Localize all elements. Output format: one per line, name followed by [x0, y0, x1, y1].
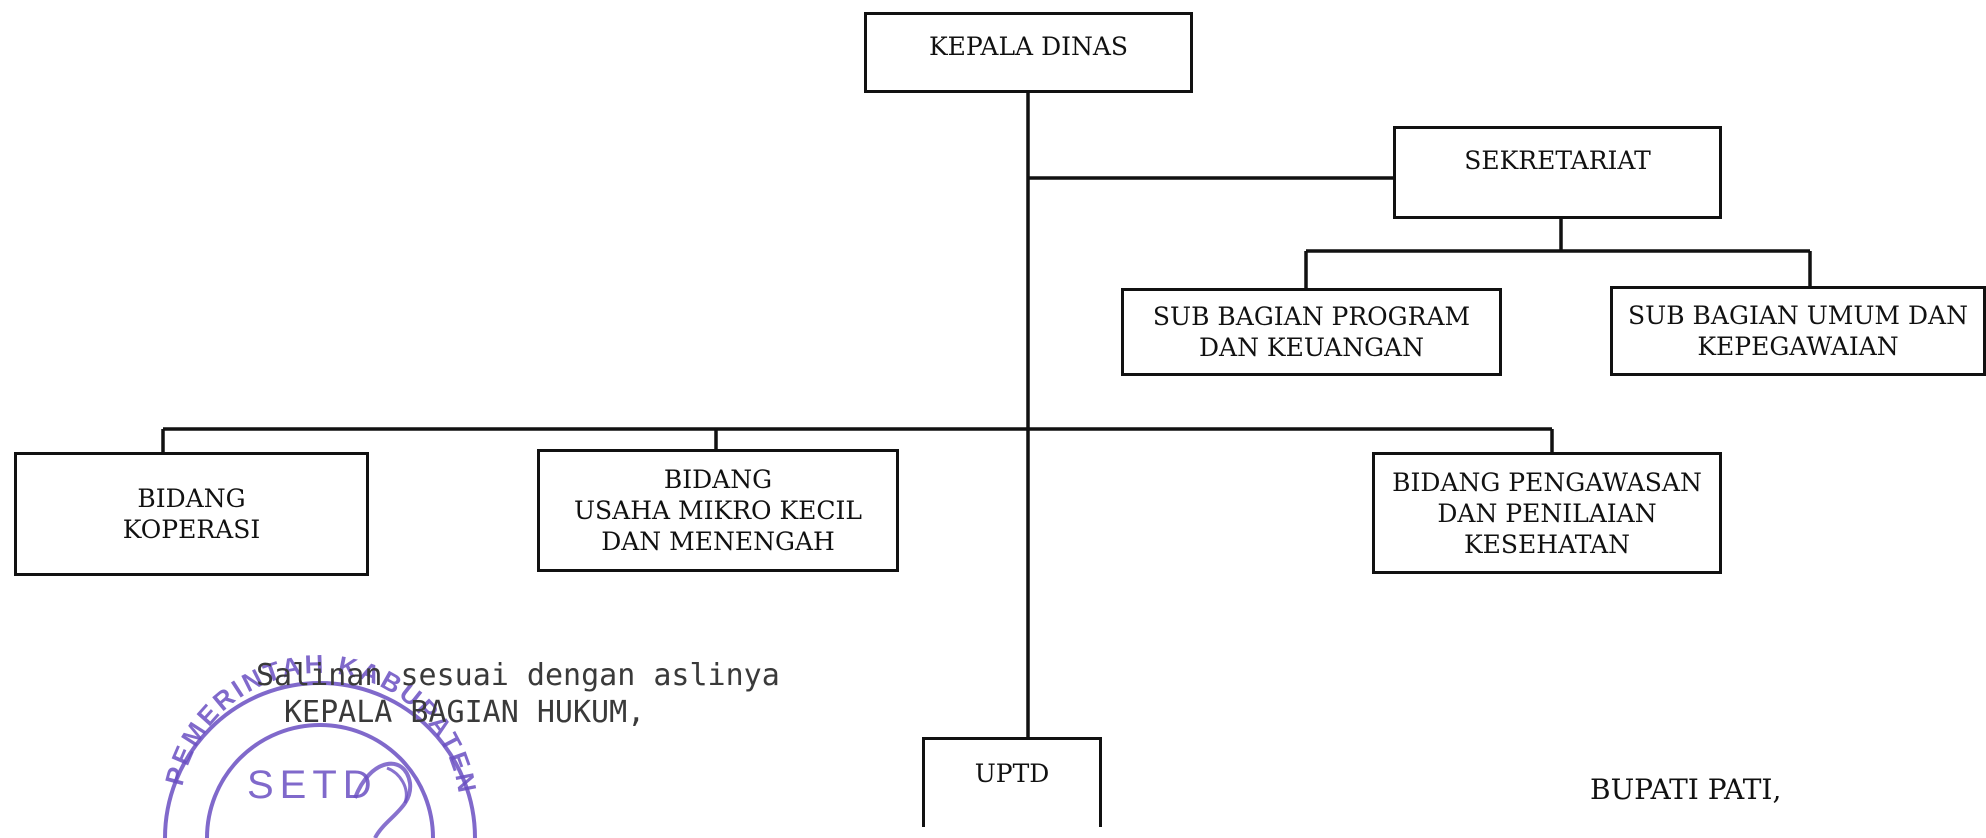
box-bidang-koperasi: BIDANG KOPERASI — [14, 452, 369, 576]
box-kepala-dinas: KEPALA DINAS — [864, 12, 1193, 93]
label-sub-bagian-program-line2: DAN KEUANGAN — [1199, 333, 1424, 362]
label-sub-bagian-umum-line2: KEPEGAWAIAN — [1697, 332, 1899, 361]
box-sekretariat: SEKRETARIAT — [1393, 126, 1722, 219]
label-sekretariat: SEKRETARIAT — [1464, 146, 1651, 175]
salinan-line2: KEPALA BAGIAN HUKUM, — [284, 695, 646, 730]
label-bidang-koperasi-line2: KOPERASI — [122, 515, 261, 544]
label-sub-bagian-umum-line1: SUB BAGIAN UMUM DAN — [1628, 301, 1968, 330]
label-bidang-pengawasan-line2: DAN PENILAIAN — [1437, 498, 1657, 528]
box-sub-bagian-umum: SUB BAGIAN UMUM DAN KEPEGAWAIAN — [1610, 286, 1986, 376]
label-sub-bagian-program-line1: SUB BAGIAN PROGRAM — [1152, 302, 1471, 331]
bupati-signature-title: BUPATI PATI, — [1590, 773, 1782, 806]
box-sub-bagian-program: SUB BAGIAN PROGRAM DAN KEUANGAN — [1121, 288, 1502, 376]
salinan-line1: Salinan sesuai dengan aslinya — [256, 658, 780, 693]
label-bidang-koperasi-line1: BIDANG — [137, 484, 246, 513]
label-kepala-dinas: KEPALA DINAS — [928, 32, 1129, 61]
connector-lines — [161, 92, 1812, 737]
label-bidang-pengawasan-line3: KESEHATAN — [1463, 529, 1631, 559]
box-uptd: UPTD — [922, 737, 1102, 827]
label-bidang-umkm-line2: USAHA MIKRO KECIL — [573, 496, 862, 525]
label-uptd: UPTD — [974, 759, 1050, 788]
label-bidang-umkm-line3: DAN MENENGAH — [601, 527, 835, 556]
box-bidang-umkm: BIDANG USAHA MIKRO KECIL DAN MENENGAH — [537, 449, 899, 572]
label-bidang-umkm-line1: BIDANG — [663, 465, 773, 494]
official-stamp: PEMERINTAH KABUPATEN SETD — [159, 649, 480, 838]
box-bidang-pengawasan: BIDANG PENGAWASAN DAN PENILAIAN KESEHATA… — [1372, 452, 1722, 574]
org-chart-canvas: KEPALA DINAS SEKRETARIAT SUB BAGIAN PROG… — [14, 12, 1986, 838]
stamp-center-text: SETD — [247, 763, 378, 807]
label-bidang-pengawasan-line1: BIDANG PENGAWASAN — [1392, 467, 1702, 497]
